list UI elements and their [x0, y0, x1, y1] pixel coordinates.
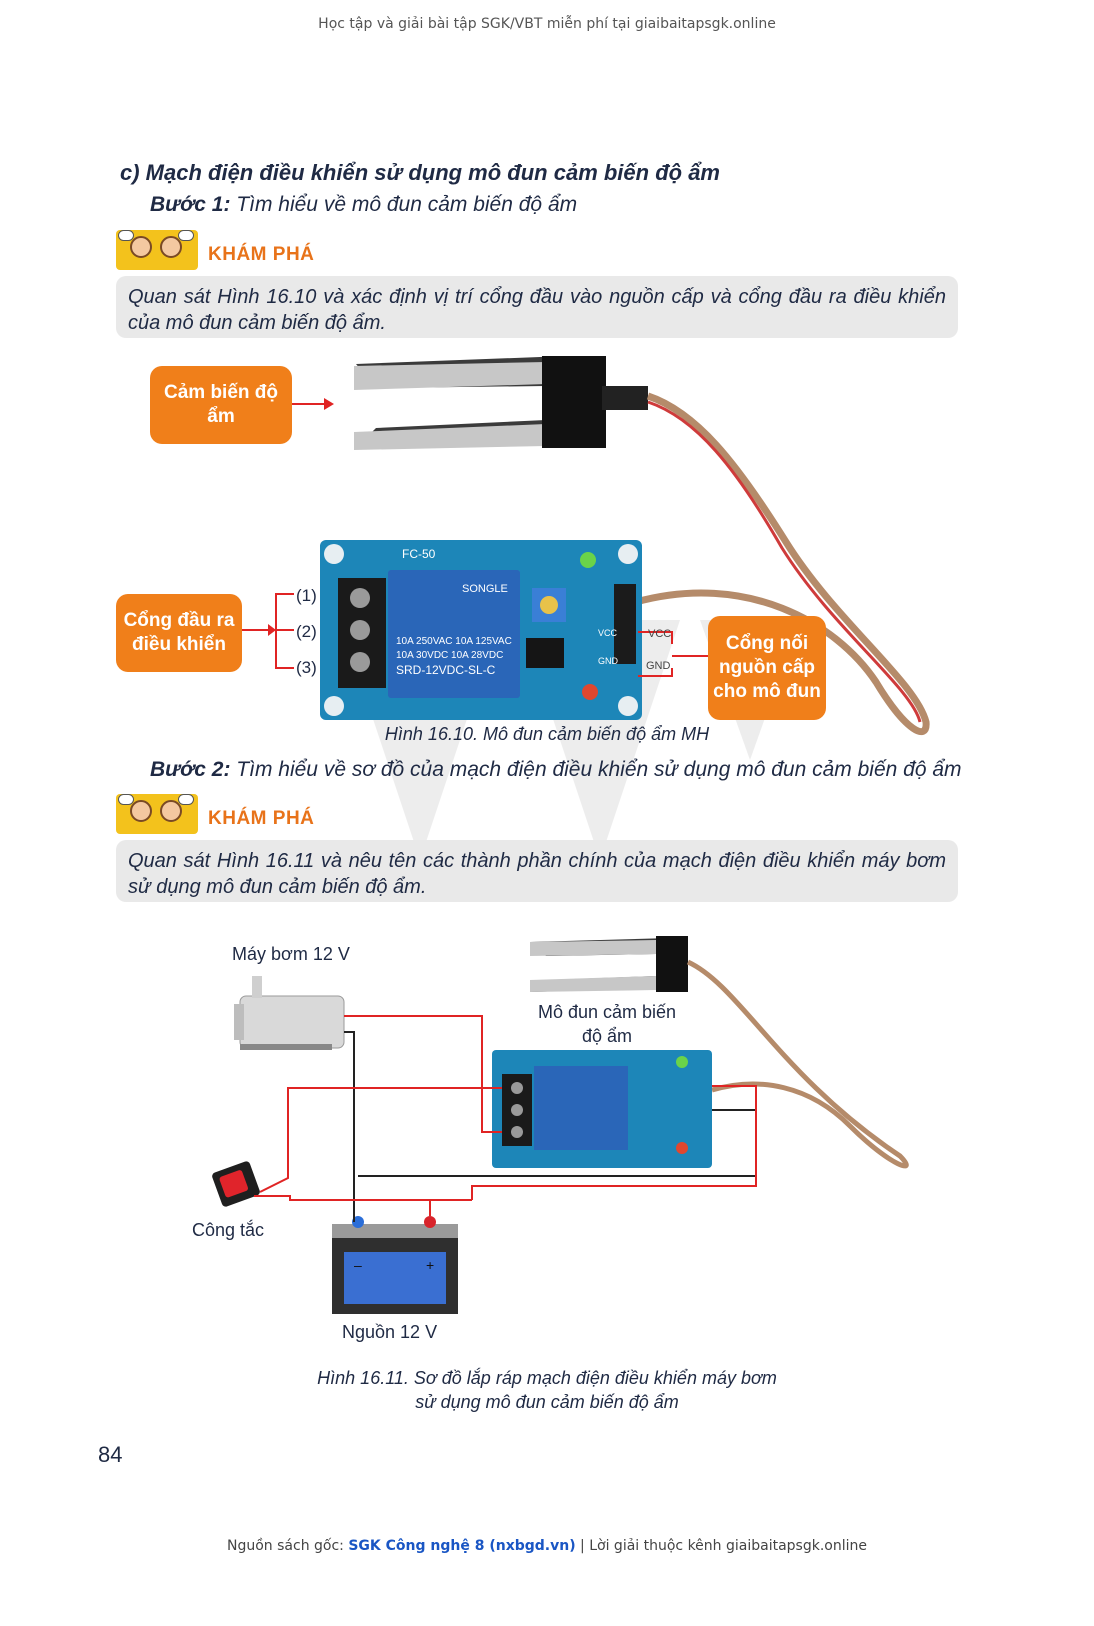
pump-icon	[234, 976, 345, 1050]
switch-icon	[212, 1161, 260, 1207]
callout-sensor: Cảm biến độ ẩm	[150, 366, 292, 444]
svg-text:–: –	[354, 1257, 362, 1273]
module-small	[492, 1050, 712, 1168]
footer-suffix: | Lời giải thuộc kênh giaibaitapsgk.onli…	[575, 1538, 867, 1554]
figure-16-11-caption-1: Hình 16.11. Sơ đồ lắp ráp mạch điện điều…	[317, 1368, 777, 1388]
step1-text: Tìm hiểu về mô đun cảm biến độ ẩm	[230, 193, 578, 216]
section-title: c) Mạch điện điều khiển sử dụng mô đun c…	[120, 160, 720, 185]
callout-output-port: Cổng đầu ra điều khiển	[116, 594, 242, 672]
step2: Bước 2: Tìm hiểu về sơ đồ của mạch điện …	[150, 758, 962, 782]
relay-line2: 10A 30VDC 10A 28VDC	[396, 650, 503, 661]
pin-2-label: (2)	[296, 622, 317, 641]
svg-text:GND: GND	[598, 656, 619, 666]
figure-16-10-caption: Hình 16.10. Mô đun cảm biến độ ẩm MH	[384, 724, 710, 744]
pin-3-label: (3)	[296, 658, 317, 677]
footer-prefix: Nguồn sách gốc:	[227, 1538, 349, 1554]
circuit-diagram: – +	[212, 936, 909, 1314]
step2-text: Tìm hiểu về sơ đồ của mạch điện điều khi…	[230, 758, 962, 781]
page-number: 84	[98, 1442, 123, 1467]
explore-badge-2: KHÁM PHÁ	[116, 794, 336, 838]
step2-label: Bước 2:	[150, 758, 231, 781]
sensor-module-board: SONGLE 10A 250VAC 10A 125VAC 10A 30VDC 1…	[320, 540, 642, 720]
question-box-1: Quan sát Hình 16.10 và xác định vị trí c…	[116, 276, 958, 338]
kids-icon	[116, 794, 198, 834]
soil-probe	[354, 356, 648, 450]
svg-text:VCC: VCC	[598, 628, 618, 638]
sensor-figure: SONGLE 10A 250VAC 10A 125VAC 10A 30VDC 1…	[320, 356, 930, 735]
kids-icon	[116, 230, 198, 270]
footer-source-link[interactable]: SGK Công nghệ 8 (nxbgd.vn)	[348, 1538, 576, 1554]
pin-bracket	[240, 593, 294, 669]
probe-small	[530, 936, 688, 992]
step1-label: Bước 1:	[150, 193, 231, 216]
callout-power-port: Cổng nối nguồn cấp cho mô đun	[708, 616, 826, 720]
switch-label: Công tắc	[192, 1220, 265, 1240]
explore-label-2: KHÁM PHÁ	[208, 808, 315, 829]
relay-brand: SONGLE	[462, 583, 508, 595]
svg-text:+: +	[426, 1257, 434, 1273]
sensor-arrow	[292, 398, 334, 410]
explore-badge: KHÁM PHÁ	[116, 230, 336, 274]
question-box-2: Quan sát Hình 16.11 và nêu tên các thành…	[116, 840, 958, 902]
explore-label: KHÁM PHÁ	[208, 244, 315, 265]
battery-icon: – +	[332, 1216, 458, 1314]
step1: Bước 1: Tìm hiểu về mô đun cảm biến độ ẩ…	[150, 193, 577, 217]
board-label: FC-50	[402, 547, 436, 561]
pin-1-label: (1)	[296, 586, 317, 605]
vcc-label: VCC	[648, 628, 672, 640]
header-note: Học tập và giải bài tập SGK/VBT miễn phí…	[318, 16, 776, 32]
pump-label: Máy bơm 12 V	[232, 944, 350, 964]
module-label: Mô đun cảm biến độ ẩm	[537, 1002, 677, 1046]
footer: Nguồn sách gốc: SGK Công nghệ 8 (nxbgd.v…	[0, 1538, 1094, 1554]
relay-line1: 10A 250VAC 10A 125VAC	[396, 636, 512, 647]
source-label: Nguồn 12 V	[342, 1322, 438, 1342]
relay-model: SRD-12VDC-SL-C	[396, 663, 496, 677]
figure-16-11-caption-2: sử dụng mô đun cảm biến độ ẩm	[415, 1392, 679, 1412]
gnd-label: GND	[646, 660, 671, 672]
